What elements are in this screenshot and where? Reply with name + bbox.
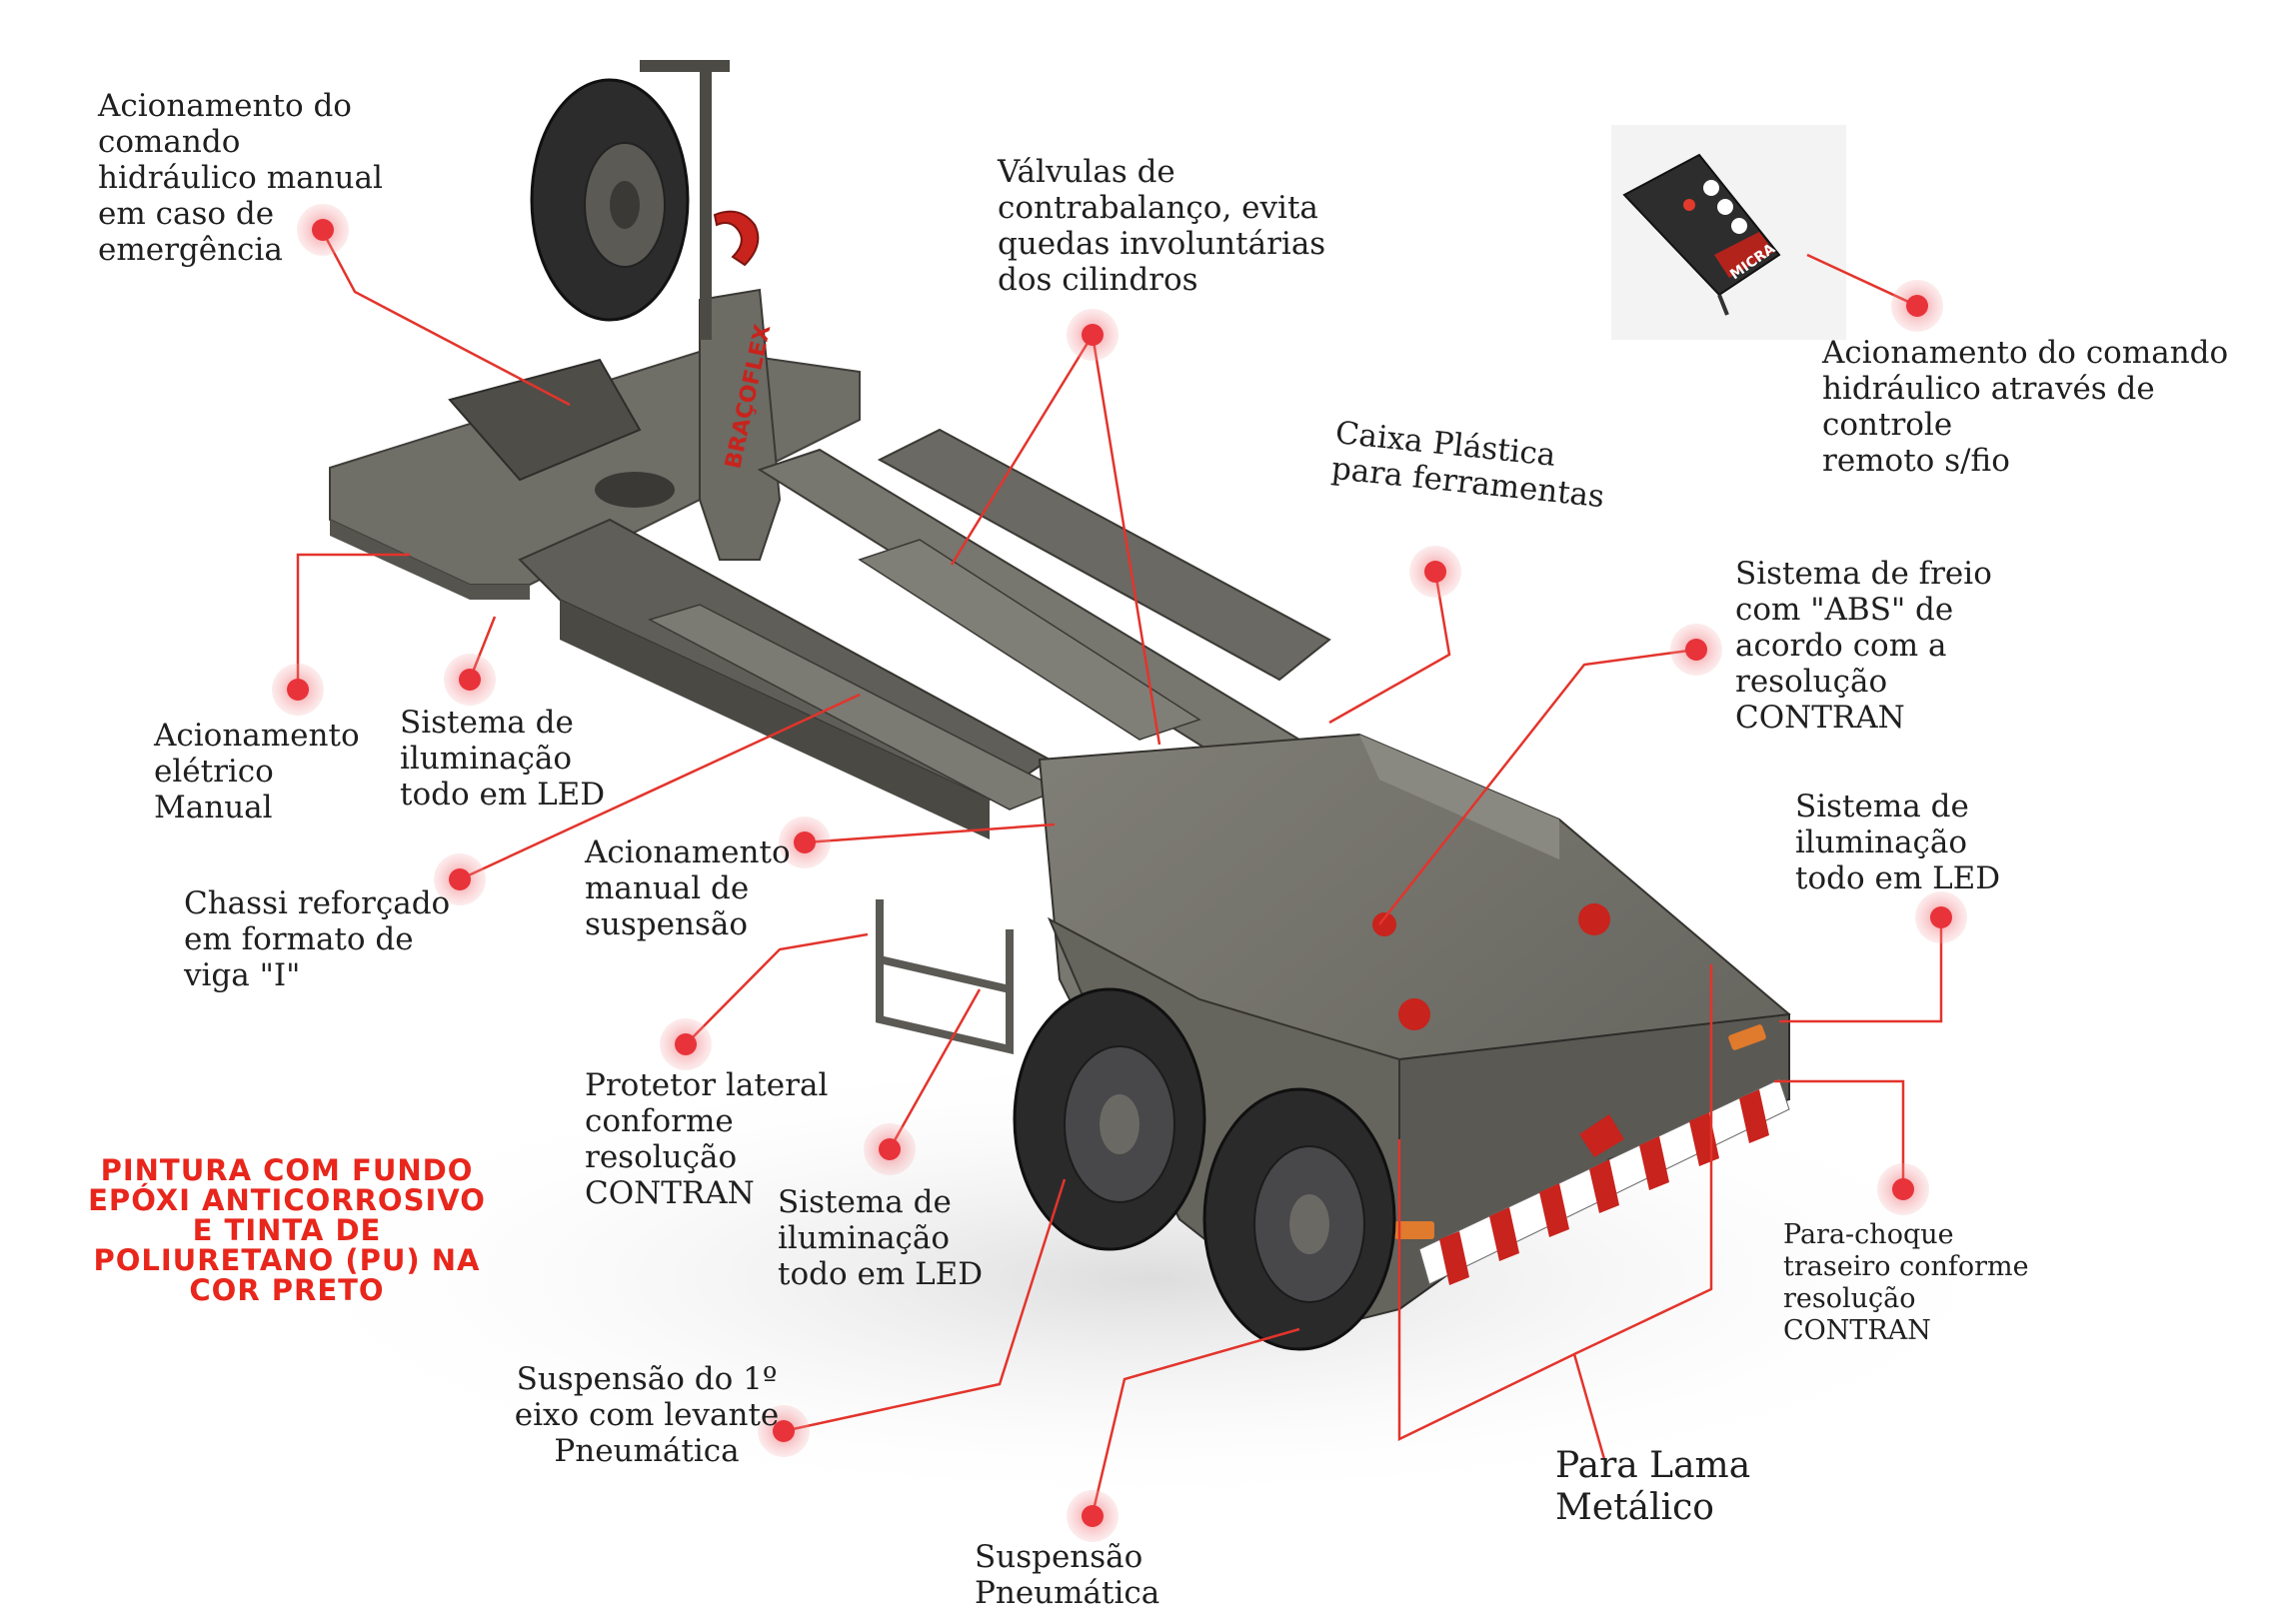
tail-light-right: [1728, 1024, 1766, 1050]
rear-bumper: [1418, 1078, 1790, 1285]
callout-dot-icon: [1067, 1490, 1119, 1542]
callout-dot-icon: [1891, 280, 1943, 332]
leader-pneumatic-suspension: [1091, 1327, 1300, 1515]
leader-led-rear: [1779, 917, 1943, 1023]
callout-dot-icon: [444, 654, 496, 706]
callout-dot-icon: [1915, 891, 1967, 943]
label-side-guard: Protetor lateral conforme resolução CONT…: [585, 1067, 829, 1211]
callout-dot-icon: [779, 816, 831, 868]
label-electric-manual: Acionamento elétrico Manual: [154, 718, 360, 825]
leader-mudguard-b: [1573, 964, 1713, 1356]
leader-bumper: [1774, 1079, 1905, 1189]
control-box: [448, 358, 642, 482]
label-remote-hydraulic: Acionamento do comando hidráulico atravé…: [1822, 335, 2229, 479]
red-cap-2: [1578, 903, 1610, 935]
callout-dot-icon: [272, 664, 324, 716]
label-chassis: Chassi reforçado em formato de viga "I": [184, 885, 451, 993]
callout-dot-icon: [1670, 624, 1722, 676]
leader-side-guard: [685, 932, 869, 1045]
leader-led-middle: [888, 988, 982, 1150]
hook-tip: [713, 210, 760, 267]
paint-note: PINTURA COM FUNDO EPÓXI ANTICORROSIVO E …: [88, 1153, 486, 1307]
leader-chassis: [459, 693, 861, 881]
callout-dot-icon: [1067, 309, 1119, 361]
label-lift-axle: Suspensão do 1º eixo com levante Pneumát…: [514, 1361, 780, 1469]
label-abs-brake: Sistema de freio com "ABS" de acordo com…: [1735, 556, 1992, 736]
callout-dot-icon: [297, 204, 349, 256]
label-suspension-manual: Acionamento manual de suspensão: [585, 834, 791, 942]
trailer-illustration: BRAÇOFLEX: [329, 60, 1791, 1351]
hook-arm: [699, 288, 782, 561]
label-valves: Válvulas de contrabalanço, evita quedas …: [998, 154, 1326, 298]
leader-lift-axle: [783, 1178, 1067, 1433]
rear-logo: [1579, 1114, 1624, 1157]
leader-abs: [1378, 648, 1697, 925]
label-led-middle: Sistema de iluminação todo em LED: [778, 1184, 984, 1292]
tail-light-left: [1394, 1221, 1434, 1239]
leader-suspension-manual: [804, 822, 1056, 844]
leader-mudguard-a: [1397, 1139, 1606, 1460]
callout-dot-icon: [434, 853, 486, 905]
label-bumper: Para-choque traseiro conforme resolução …: [1783, 1219, 2029, 1346]
callout-dot-icon: [1409, 546, 1461, 598]
leader-valves-b: [1091, 334, 1161, 746]
callout-dots: [272, 204, 1967, 1542]
remote-control-icon: MICRA: [1611, 125, 1846, 340]
side-guard: [876, 899, 1014, 1055]
label-pneumatic-suspension: Suspensão Pneumática: [975, 1539, 1160, 1611]
callout-dot-icon: [758, 1405, 810, 1457]
callout-dot-icon: [864, 1123, 916, 1175]
wheel-front: [1013, 987, 1206, 1251]
callout-dot-icon: [660, 1018, 712, 1070]
callout-dot-icon: [1877, 1163, 1929, 1215]
wheel-rear: [1202, 1087, 1396, 1351]
label-led-rear: Sistema de iluminação todo em LED: [1795, 789, 2001, 896]
leader-toolbox: [1328, 571, 1451, 725]
label-emergency-hydraulic: Acionamento do comando hidráulico manual…: [98, 88, 383, 268]
leader-electric-manual: [296, 553, 410, 690]
red-cap-3: [1372, 912, 1396, 936]
leader-valves-a: [950, 334, 1095, 566]
red-cap-1: [1398, 998, 1430, 1030]
callout-lines: [296, 231, 1943, 1515]
label-mudguard: Para Lama Metálico: [1555, 1445, 1751, 1528]
label-led-front: Sistema de iluminação todo em LED: [400, 705, 606, 812]
